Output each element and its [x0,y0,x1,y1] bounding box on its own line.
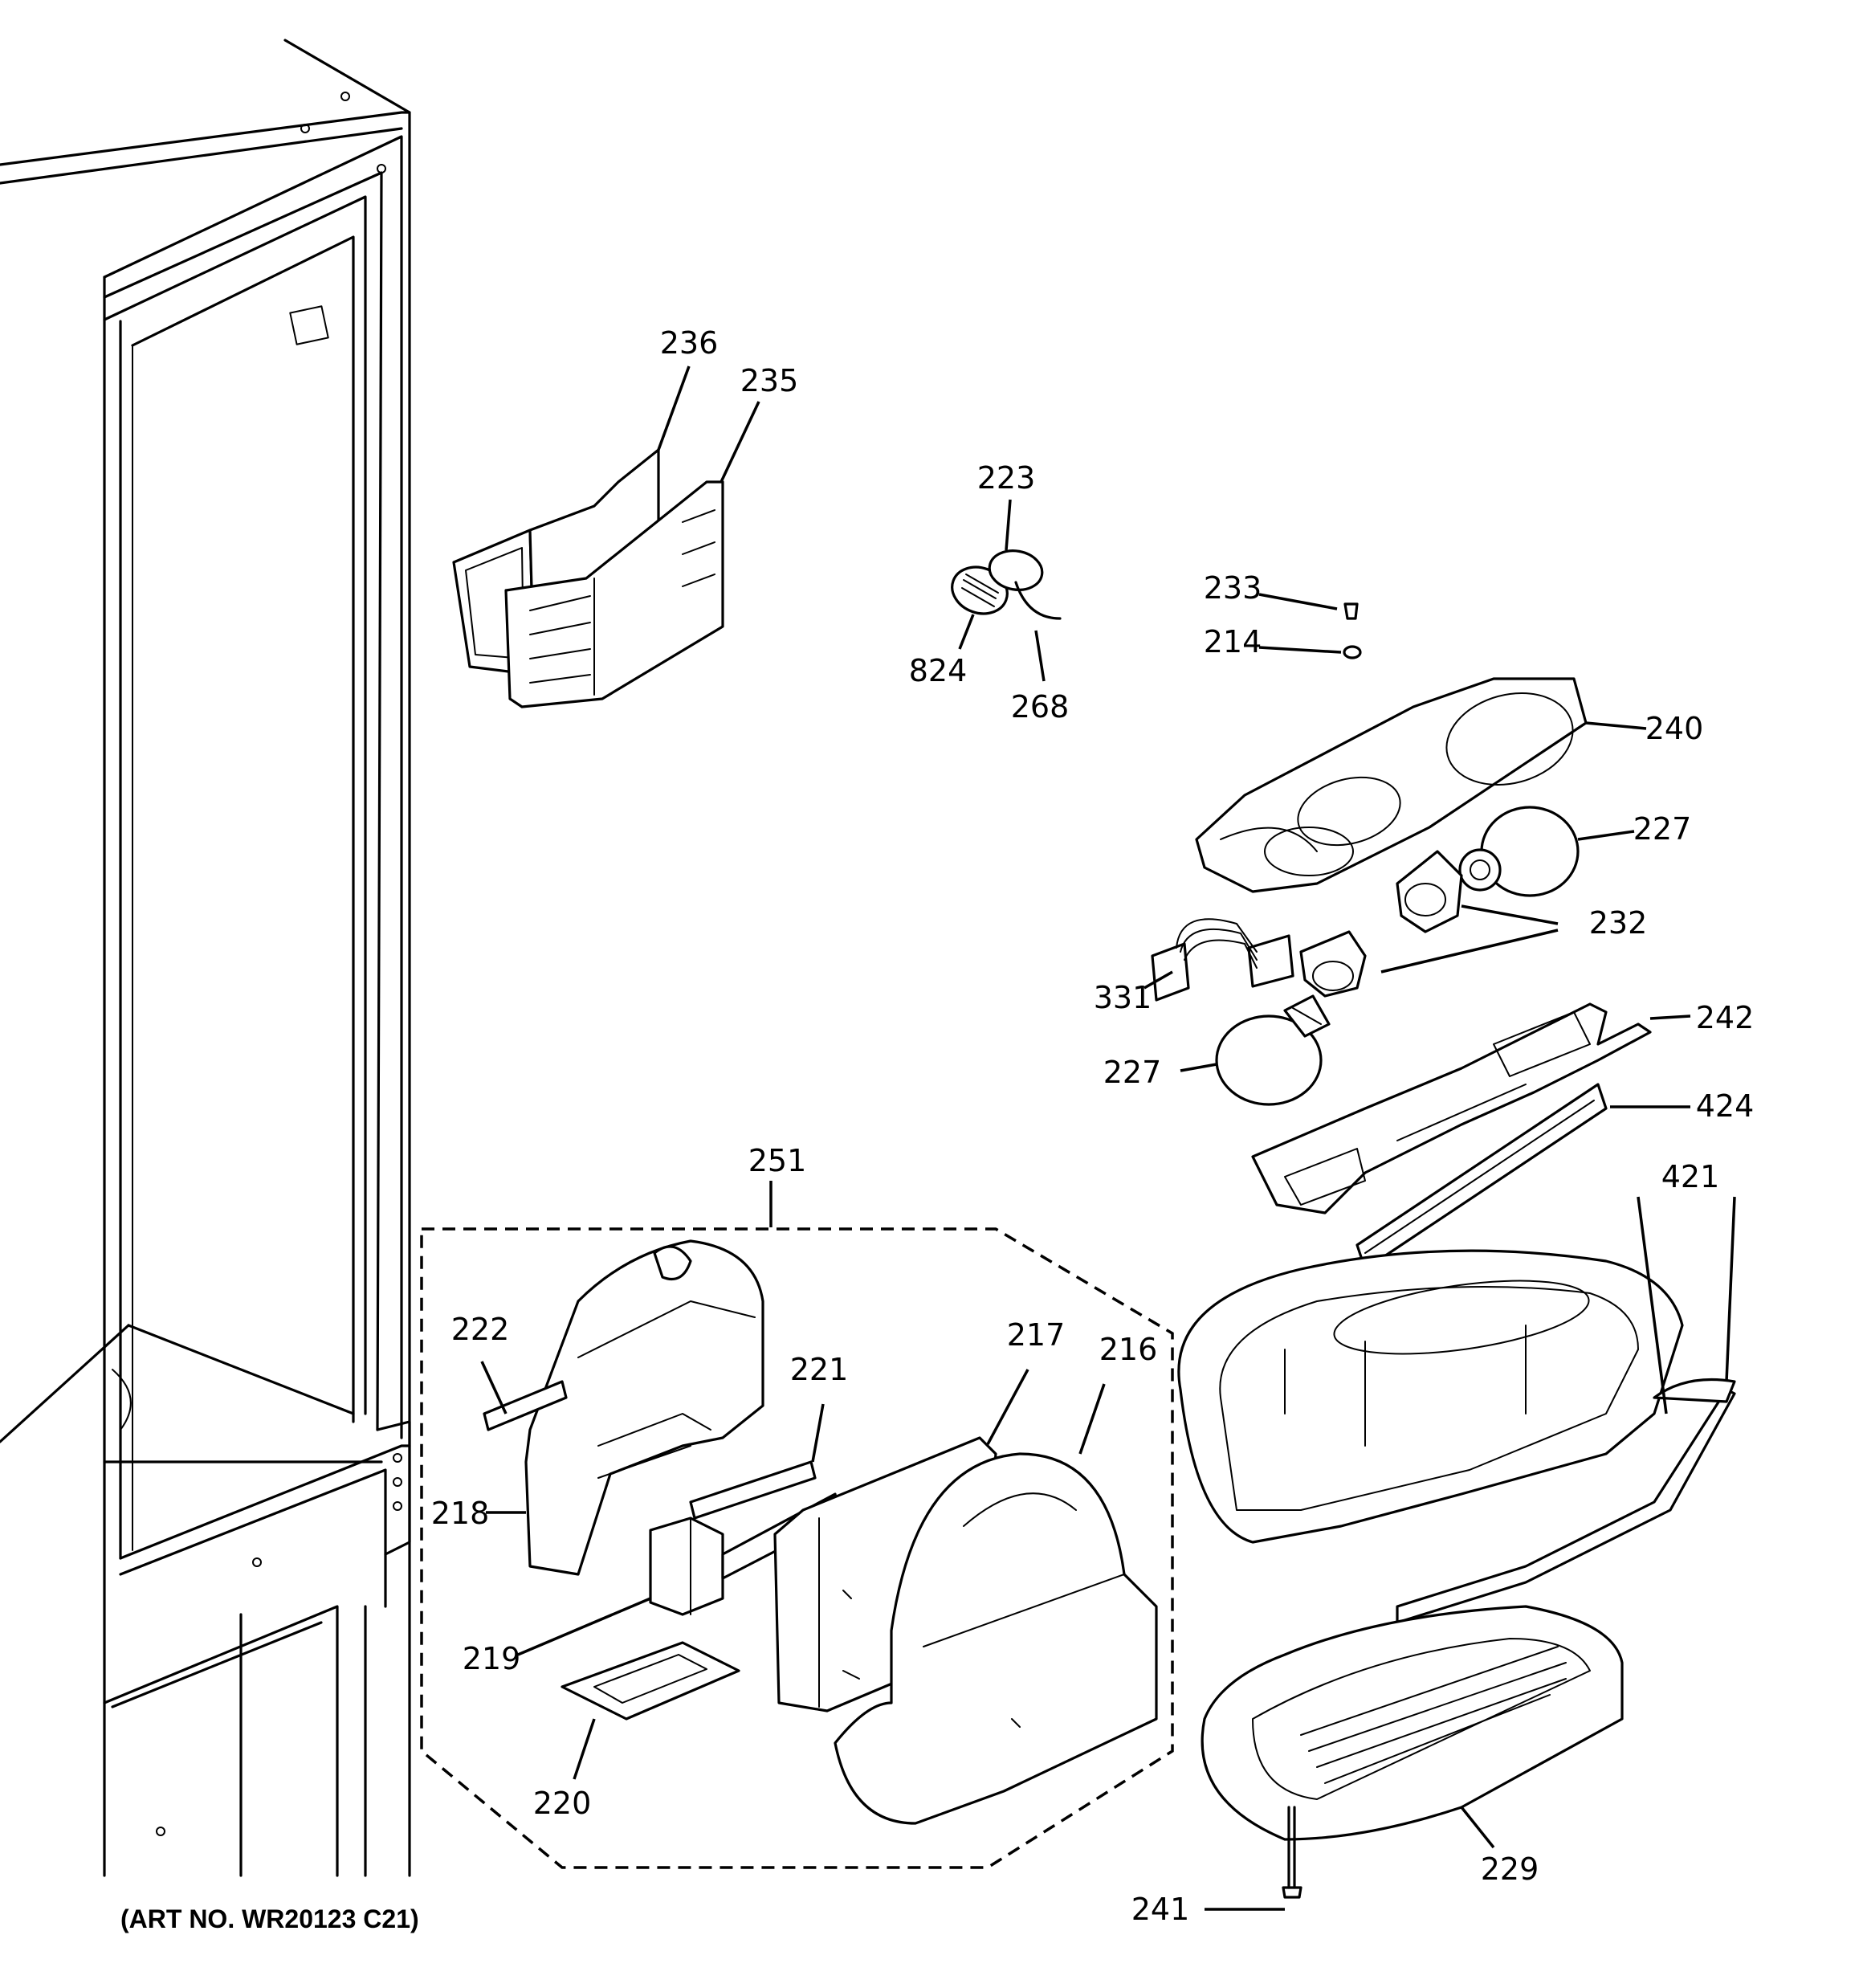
callout-268: 268 [1011,689,1070,725]
part-242-light-housing [1251,1002,1652,1214]
callout-227-upper: 227 [1633,811,1692,847]
part-241-screw [1282,1806,1302,1899]
callout-251: 251 [748,1143,807,1178]
callout-labels: 236 235 223 824 268 233 214 240 227 232 … [120,325,1754,1933]
callout-216: 216 [1099,1332,1158,1367]
part-222-rod [483,1380,568,1431]
part-233-214-screw-nut [1343,602,1362,659]
callout-424: 424 [1696,1088,1755,1124]
refrigerator-cabinet [0,39,411,1877]
part-227-bulb-upper [1458,806,1580,897]
part-221-rod [689,1460,817,1520]
part-223-824-268 [951,549,1062,620]
callout-240: 240 [1645,711,1704,746]
callout-331: 331 [1094,980,1152,1015]
callout-222: 222 [451,1312,510,1347]
part-220-ring [561,1641,740,1721]
part-229-grille [1201,1605,1624,1841]
callout-229: 229 [1481,1851,1539,1887]
group-251-dashed-outline [420,1227,1174,1869]
callout-233: 233 [1204,570,1262,606]
callout-217: 217 [1007,1317,1066,1353]
part-421-housing [1177,1249,1736,1624]
callout-235: 235 [740,363,799,398]
callout-214: 214 [1204,624,1262,659]
callout-242: 242 [1696,1000,1755,1035]
part-218-housing [524,1239,764,1576]
callout-227-lower: 227 [1103,1055,1162,1090]
callout-421: 421 [1661,1159,1720,1194]
part-227-bulb-lower [1215,994,1331,1106]
art-number: (ART NO. WR20123 C21) [120,1904,419,1933]
callout-241: 241 [1131,1892,1190,1927]
callout-219: 219 [463,1641,521,1676]
part-331-harness [1151,918,1294,1002]
part-216-shroud [834,1452,1158,1825]
part-232-sockets [1299,850,1463,998]
callout-220: 220 [533,1786,592,1821]
callout-824: 824 [909,653,968,688]
callout-218: 218 [431,1496,490,1531]
callout-232: 232 [1589,905,1648,941]
part-235-236-cover [452,448,724,708]
callout-236: 236 [660,325,719,361]
callout-221: 221 [790,1352,849,1387]
callout-223: 223 [977,460,1036,496]
leader-lines [480,365,1736,1911]
